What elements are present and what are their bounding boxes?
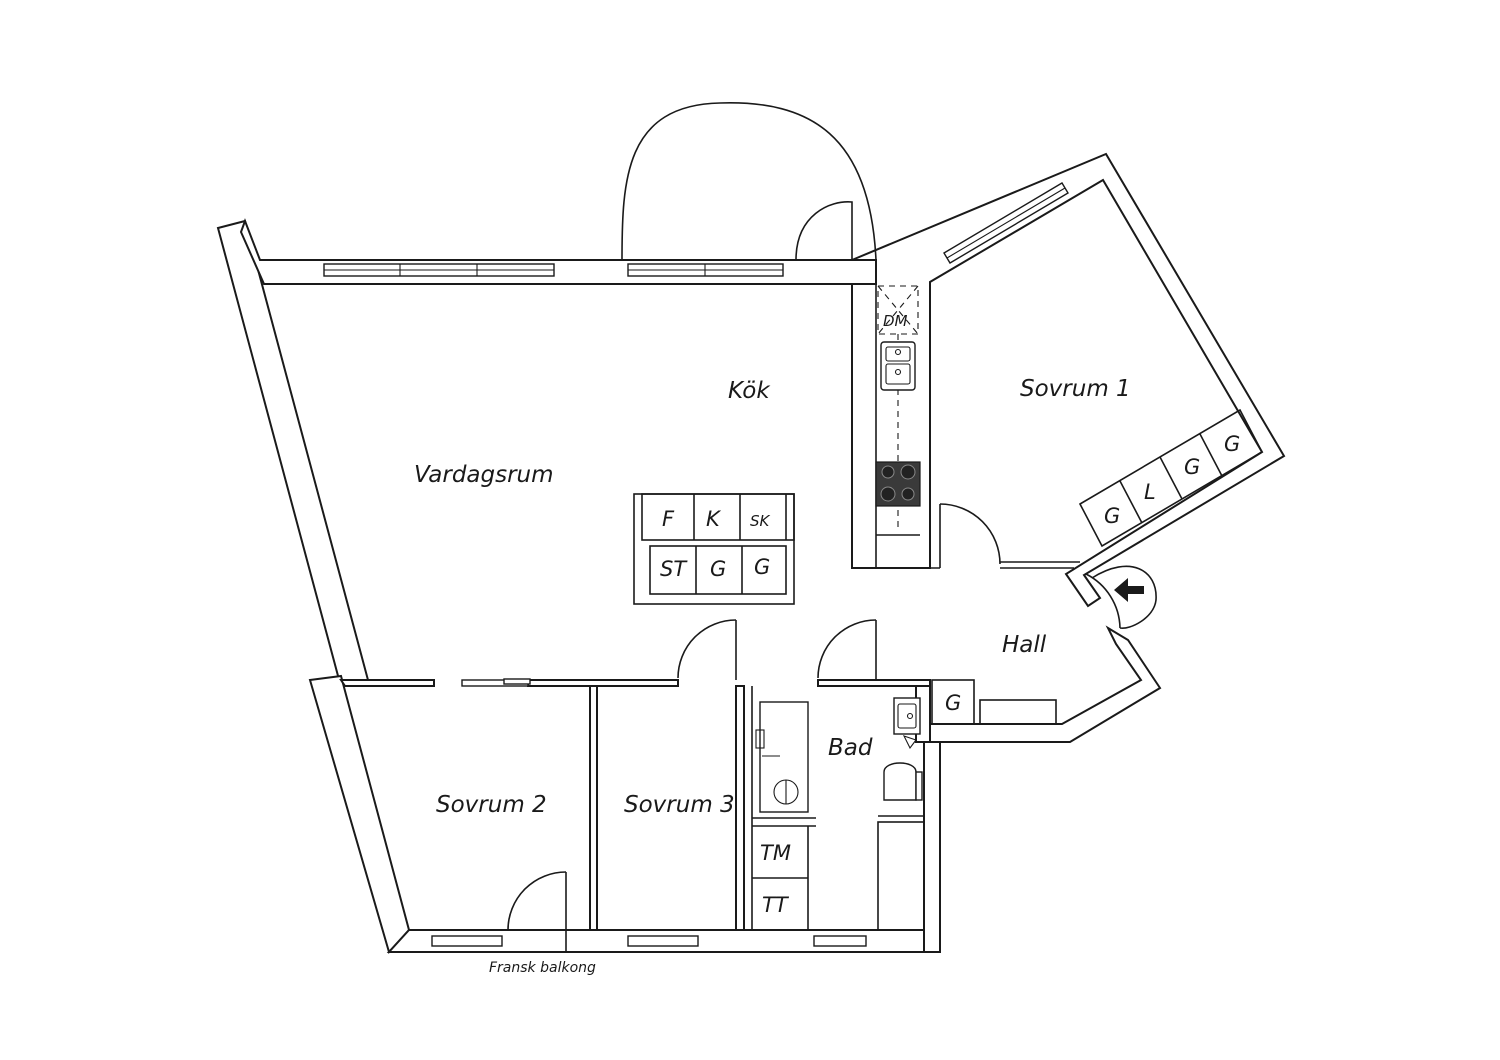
wardrobe-labels: G L G G G	[945, 432, 1240, 715]
island-bottom-label: G	[710, 557, 726, 581]
doors	[507, 503, 1157, 952]
entrance-arrow-icon	[1114, 578, 1144, 602]
wardrobe-label: G	[1184, 455, 1200, 479]
island-top-label: F	[662, 507, 675, 531]
dryer-label: TT	[762, 893, 790, 917]
island-bottom-label: G	[754, 555, 770, 579]
island-top-label: SK	[750, 512, 771, 530]
dishwasher-label: DM	[883, 312, 908, 330]
balcony	[621, 102, 877, 261]
partitions	[339, 282, 1080, 931]
hall-furniture	[931, 679, 1057, 725]
balcony-note: Fransk balkong	[489, 960, 596, 976]
island-labels: F K SK ST G G	[660, 507, 771, 581]
room-labels: Kök Vardagsrum Sovrum 1 Sovrum 2 Sovrum …	[414, 376, 1131, 818]
room-label-sovrum2: Sovrum 2	[436, 792, 547, 818]
washer-label: TM	[760, 841, 791, 865]
island-bottom-label: ST	[660, 557, 688, 581]
room-label-sovrum1: Sovrum 1	[1020, 376, 1131, 402]
room-label-kok: Kök	[728, 378, 771, 404]
kitchen-counter	[875, 285, 921, 530]
room-label-hall: Hall	[1002, 632, 1047, 658]
appliance-labels: DM TM TT	[760, 312, 908, 917]
room-label-vardagsrum: Vardagsrum	[414, 462, 554, 488]
room-label-bad: Bad	[828, 735, 873, 761]
bedroom1-wardrobes	[1078, 408, 1264, 548]
windows	[323, 182, 1069, 947]
hall-wardrobe-label: G	[945, 691, 961, 715]
room-label-sovrum3: Sovrum 3	[624, 792, 735, 818]
kitchen-island	[633, 493, 795, 605]
wardrobe-label: G	[1224, 432, 1240, 456]
wardrobe-label: G	[1104, 504, 1120, 528]
bathroom-fixtures	[755, 697, 925, 931]
island-top-label: K	[706, 507, 722, 531]
wardrobe-label: L	[1144, 480, 1156, 504]
